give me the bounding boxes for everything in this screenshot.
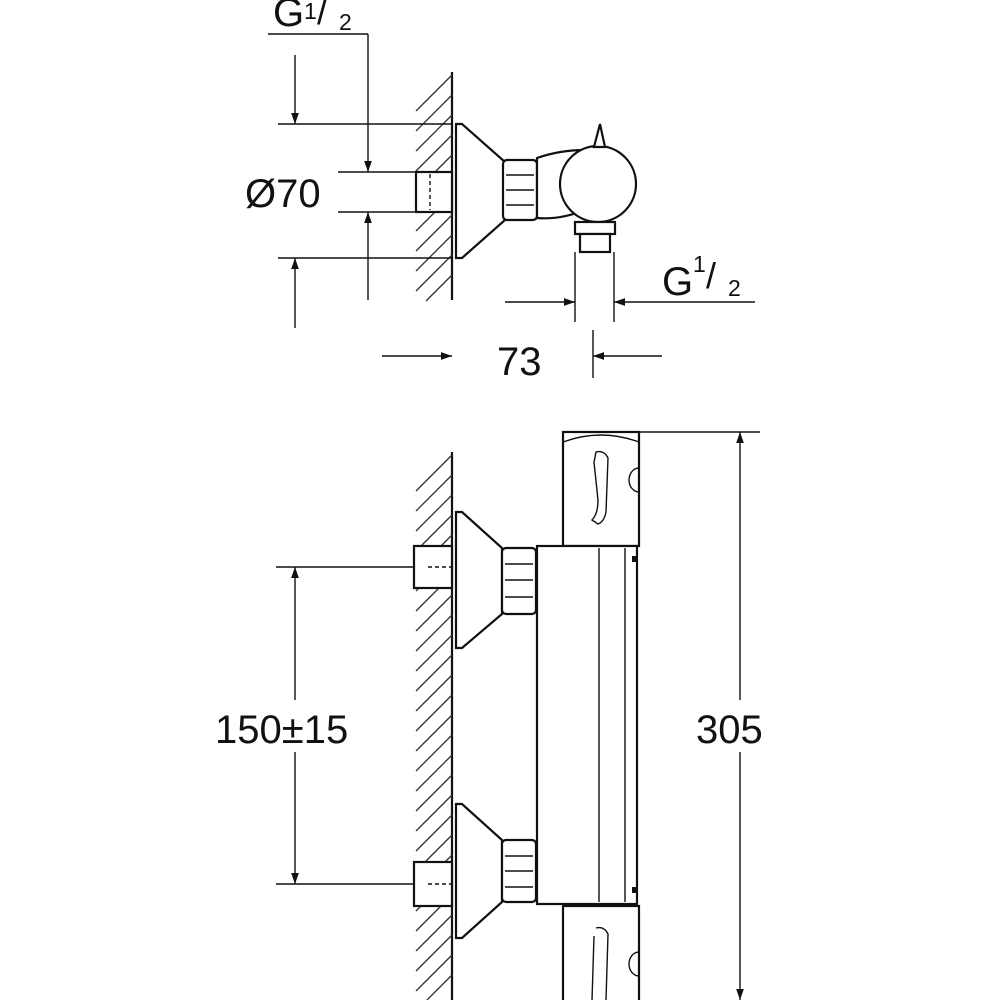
svg-text:G: G bbox=[662, 260, 693, 304]
svg-text:2: 2 bbox=[339, 9, 352, 35]
diameter-label: Ø70 bbox=[245, 172, 321, 216]
pipe-stub-upper bbox=[412, 544, 454, 590]
pipe-stub-top bbox=[414, 170, 454, 214]
handle-grip-upper bbox=[590, 450, 609, 525]
outlet-connector-top bbox=[573, 220, 617, 236]
temperature-handle bbox=[561, 430, 641, 548]
handle-grip-lower bbox=[591, 926, 609, 1000]
svg-text:1: 1 bbox=[693, 251, 706, 277]
depth-label: 73 bbox=[497, 340, 542, 384]
svg-text:2: 2 bbox=[728, 275, 741, 301]
total-height-label: 305 bbox=[696, 708, 763, 752]
thread-outlet-label: G 1 / 2 bbox=[662, 251, 741, 304]
inlet-spacing-label: 150±15 bbox=[215, 708, 348, 752]
flow-handle bbox=[561, 904, 641, 1000]
top-view: G 1 / 2 Ø70 G 1 / 2 73 bbox=[245, 0, 755, 384]
svg-text:/: / bbox=[706, 255, 716, 296]
escutcheon-top bbox=[454, 122, 507, 260]
wall-hatching-front bbox=[415, 454, 453, 1000]
thermostat-body bbox=[535, 544, 639, 906]
escutcheon-upper bbox=[454, 510, 504, 650]
escutcheon-lower bbox=[454, 802, 504, 940]
svg-text:G: G bbox=[273, 0, 304, 35]
pipe-stub-lower bbox=[412, 860, 454, 908]
outlet-thread-top bbox=[578, 232, 612, 254]
svg-text:/: / bbox=[317, 0, 327, 32]
front-view: 150±15 305 bbox=[215, 430, 763, 1000]
handle-lever-top bbox=[592, 123, 607, 149]
handle-circle-top bbox=[558, 144, 638, 224]
hex-nut-upper bbox=[500, 546, 538, 616]
thread-inlet-label: G 1 / 2 bbox=[273, 0, 352, 35]
svg-text:1: 1 bbox=[304, 0, 317, 24]
